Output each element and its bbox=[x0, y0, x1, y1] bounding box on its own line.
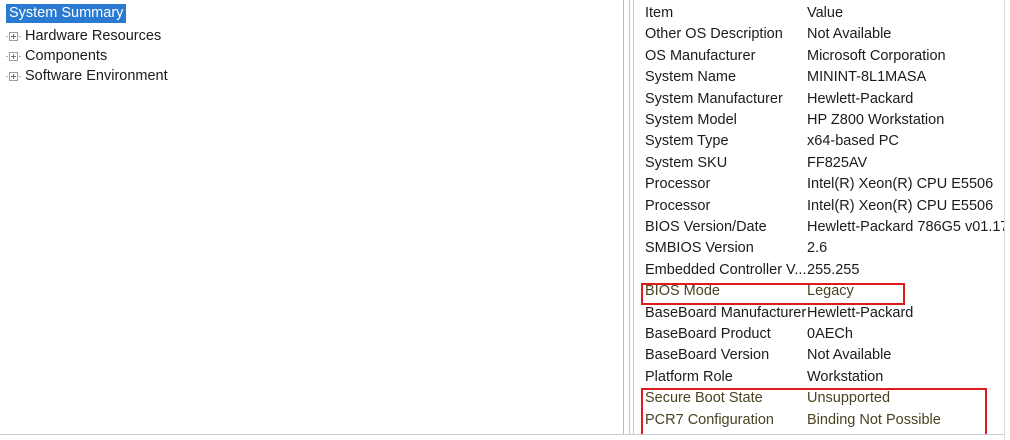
tree-item-components-label: Components bbox=[25, 48, 108, 64]
row-value-label: Legacy bbox=[807, 283, 854, 300]
row-item-label: BaseBoard Manufacturer bbox=[645, 304, 807, 321]
tree-item-components[interactable]: Components bbox=[6, 46, 108, 66]
system-info-tree-panel[interactable]: System Summary Hardware Resources Compon… bbox=[0, 0, 624, 434]
row-value-label: x64-based PC bbox=[807, 133, 899, 150]
row-value-label: HP Z800 Workstation bbox=[807, 112, 945, 128]
window-bottom-edge bbox=[0, 434, 1010, 440]
table-row[interactable]: SMBIOS Version 2.6 bbox=[635, 238, 1010, 259]
row-value-label: 255.255 bbox=[807, 261, 860, 278]
row-value-label: Binding Not Possible bbox=[807, 411, 941, 428]
row-value-label: 2.6 bbox=[807, 240, 828, 257]
table-row[interactable]: BIOS Version/Date Hewlett-Packard 786G5 … bbox=[635, 217, 1010, 238]
row-item-label: BIOS Version/Date bbox=[645, 219, 767, 235]
plus-box-icon[interactable] bbox=[6, 51, 21, 62]
row-item-label: System SKU bbox=[645, 154, 728, 171]
table-row-bios-mode[interactable]: BIOS Mode Legacy bbox=[635, 281, 1010, 302]
row-item-label: Platform Role bbox=[645, 368, 733, 385]
table-row[interactable]: System Name MININT-8L1MASA bbox=[635, 67, 1010, 88]
plus-box-icon[interactable] bbox=[6, 71, 21, 82]
table-row[interactable]: Processor Intel(R) Xeon(R) CPU E5506 bbox=[635, 196, 1010, 217]
tree-item-software-environment[interactable]: Software Environment bbox=[6, 66, 168, 86]
row-value-label: Hewlett-Packard bbox=[807, 304, 914, 321]
table-row-secure-boot-state[interactable]: Secure Boot State Unsupported bbox=[635, 388, 1010, 409]
table-row[interactable]: OS Manufacturer Microsoft Corporation bbox=[635, 46, 1010, 67]
row-item-label: OS Manufacturer bbox=[645, 47, 756, 64]
row-value-label: 0AECh bbox=[807, 326, 853, 342]
row-item-label: BIOS Mode bbox=[645, 283, 720, 300]
row-item-label: System Manufacturer bbox=[645, 90, 783, 107]
row-value-label: Intel(R) Xeon(R) CPU E5506 bbox=[807, 176, 994, 193]
row-value-label: Not Available bbox=[807, 26, 892, 43]
row-item-label: SMBIOS Version bbox=[645, 240, 754, 257]
table-row[interactable]: System Type x64-based PC bbox=[635, 131, 1010, 152]
table-row[interactable]: System Manufacturer Hewlett-Packard bbox=[635, 89, 1010, 110]
table-row[interactable]: System Model HP Z800 Workstation bbox=[635, 110, 1010, 131]
tree-item-system-summary-label: System Summary bbox=[6, 3, 127, 23]
table-row[interactable]: BaseBoard Product 0AECh bbox=[635, 324, 1010, 345]
tree-item-hardware-resources[interactable]: Hardware Resources bbox=[6, 26, 162, 46]
row-value-label: Workstation bbox=[807, 368, 884, 385]
row-item-label: Embedded Controller V... bbox=[645, 261, 807, 278]
row-value-label: Unsupported bbox=[807, 390, 891, 407]
row-item-label: System Type bbox=[645, 133, 729, 150]
row-value-label: Intel(R) Xeon(R) CPU E5506 bbox=[807, 197, 994, 214]
plus-box-icon[interactable] bbox=[6, 31, 21, 42]
table-row[interactable]: Platform Role Workstation bbox=[635, 367, 1010, 388]
column-header-item[interactable]: Item bbox=[645, 5, 674, 21]
row-item-label: Processor bbox=[645, 197, 711, 214]
tree-item-system-summary[interactable]: System Summary bbox=[6, 3, 127, 23]
row-value-label: FF825AV bbox=[807, 154, 868, 171]
system-info-detail-list[interactable]: Item Value Other OS Description Not Avai… bbox=[635, 0, 1010, 434]
row-item-label: Secure Boot State bbox=[645, 390, 763, 407]
table-row[interactable]: BaseBoard Version Not Available bbox=[635, 345, 1010, 366]
table-row[interactable]: Processor Intel(R) Xeon(R) CPU E5506 bbox=[635, 174, 1010, 195]
row-value-label: Not Available bbox=[807, 347, 892, 364]
row-item-label: BaseBoard Product bbox=[645, 326, 771, 342]
table-row[interactable]: Other OS Description Not Available bbox=[635, 24, 1010, 45]
column-header-value[interactable]: Value bbox=[807, 5, 844, 21]
row-item-label: Processor bbox=[645, 176, 711, 193]
table-row[interactable]: BaseBoard Manufacturer Hewlett-Packard bbox=[635, 303, 1010, 324]
pane-splitter[interactable] bbox=[629, 0, 634, 440]
row-item-label: BaseBoard Version bbox=[645, 347, 770, 364]
table-row[interactable]: System SKU FF825AV bbox=[635, 153, 1010, 174]
detail-header-row: Item Value bbox=[635, 3, 1010, 24]
table-row[interactable]: Embedded Controller V... 255.255 bbox=[635, 260, 1010, 281]
row-value-label: Hewlett-Packard 786G5 v01.17, 8/ bbox=[807, 219, 1010, 235]
row-value-label: Hewlett-Packard bbox=[807, 90, 914, 107]
tree-item-hardware-resources-label: Hardware Resources bbox=[25, 28, 162, 44]
row-item-label: PCR7 Configuration bbox=[645, 411, 774, 428]
row-item-label: Other OS Description bbox=[645, 26, 783, 43]
row-value-label: MININT-8L1MASA bbox=[807, 69, 927, 86]
row-item-label: System Name bbox=[645, 69, 737, 86]
window-right-edge bbox=[1004, 0, 1010, 440]
row-item-label: System Model bbox=[645, 112, 737, 128]
row-value-label: Microsoft Corporation bbox=[807, 47, 946, 64]
tree-item-software-environment-label: Software Environment bbox=[25, 68, 168, 84]
table-row-pcr7-configuration[interactable]: PCR7 Configuration Binding Not Possible bbox=[635, 410, 1010, 431]
